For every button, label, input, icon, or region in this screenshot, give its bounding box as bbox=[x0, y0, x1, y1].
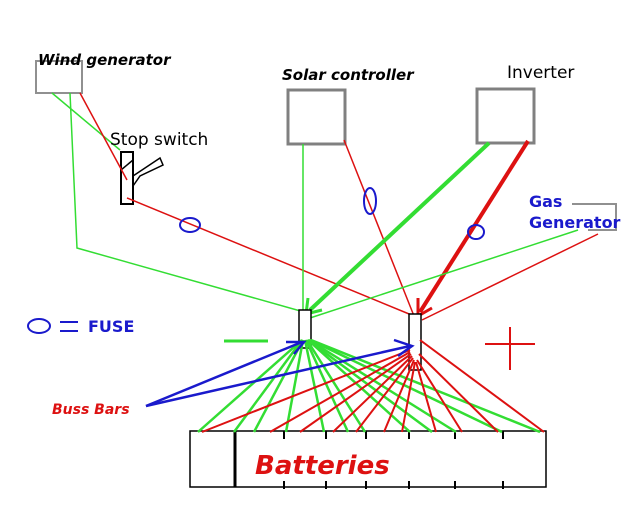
negative-battery-wires bbox=[197, 338, 541, 434]
stop-switch-lever bbox=[132, 156, 164, 187]
positive-battery-wires bbox=[201, 339, 545, 433]
fuse-wind-positive bbox=[179, 217, 201, 233]
buss-bars-pointer bbox=[145, 338, 415, 408]
buss-bars-label: Buss Bars bbox=[52, 402, 130, 418]
negative-buss-bar bbox=[298, 309, 312, 349]
fuse-solar-positive bbox=[363, 187, 377, 215]
fuse-inverter-positive bbox=[467, 224, 485, 240]
stop-switch-body bbox=[120, 151, 134, 205]
stop-switch bbox=[120, 151, 164, 205]
gas-generator-label-line1: Gas bbox=[529, 192, 562, 211]
inverter-box bbox=[475, 87, 536, 145]
inverter-negative-wire bbox=[308, 141, 491, 312]
gas-generator-label-line2: Generator bbox=[529, 213, 621, 232]
wind-negative-wire-to-bus bbox=[69, 92, 305, 313]
wind-negative-wire bbox=[51, 92, 121, 151]
gas-generator-bracket bbox=[572, 203, 617, 231]
gas-negative-wire bbox=[309, 229, 579, 319]
fuse-legend bbox=[27, 318, 78, 334]
wind-positive-wire-upper bbox=[79, 92, 128, 181]
plus-sign bbox=[485, 327, 535, 370]
wind-positive-wire-lower bbox=[126, 197, 415, 317]
stop-switch-label: Stop switch bbox=[110, 130, 208, 150]
solar-controller-label: Solar controller bbox=[282, 66, 415, 84]
batteries-label: Batteries bbox=[255, 451, 390, 481]
solar-positive-wire bbox=[343, 139, 415, 317]
solar-controller-box bbox=[286, 88, 347, 146]
pointer-arrowhead-negative bbox=[286, 340, 307, 355]
inverter-positive-wire bbox=[418, 139, 530, 314]
pointer-to-negative-bar bbox=[145, 340, 303, 408]
inverter-label: Inverter bbox=[507, 63, 574, 83]
wind-generator-label: Wind generator bbox=[38, 51, 172, 69]
batteries-box bbox=[189, 430, 547, 488]
stop-switch-contact bbox=[120, 159, 134, 171]
wind-generator-box bbox=[35, 60, 83, 94]
fuse-legend-label: FUSE bbox=[88, 317, 134, 336]
pointer-to-positive-bar bbox=[145, 344, 411, 408]
gas-positive-wire bbox=[421, 233, 599, 321]
fuse-legend-icon bbox=[27, 318, 51, 334]
pointer-arrowhead-positive bbox=[393, 338, 415, 358]
